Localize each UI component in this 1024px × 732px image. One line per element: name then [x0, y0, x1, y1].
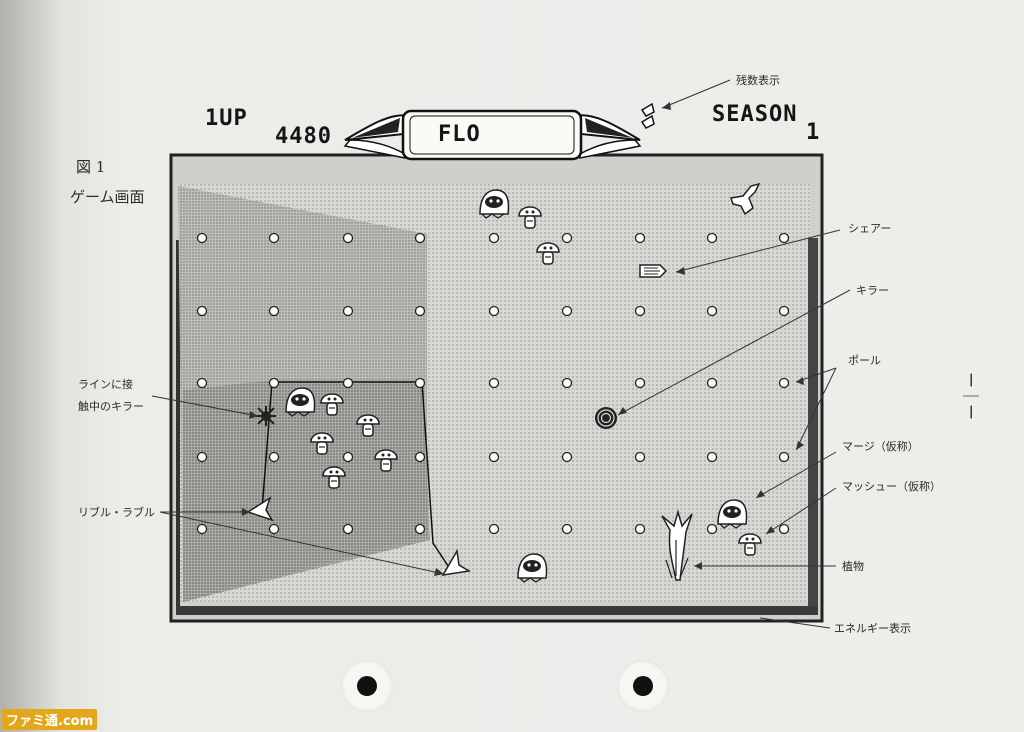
pole: [706, 232, 718, 244]
pole: [634, 232, 646, 244]
pole: [414, 377, 426, 389]
player-label: 1UP: [205, 106, 248, 131]
pole: [414, 232, 426, 244]
pole: [706, 523, 718, 535]
pole: [342, 377, 354, 389]
score-value: 4480: [275, 124, 332, 149]
pole: [414, 451, 426, 463]
lives-icons: [640, 102, 655, 129]
note-line-contact-2: 触中のキラー: [78, 400, 144, 413]
pole: [268, 451, 280, 463]
marge-sprite: [285, 387, 316, 417]
pole: [342, 305, 354, 317]
pole: [268, 523, 280, 535]
figure-number: 図 1: [76, 158, 106, 176]
note-marge: マージ（仮称）: [842, 440, 919, 453]
pole: [342, 523, 354, 535]
note-energy: エネルギー表示: [834, 622, 911, 635]
note-killer: キラー: [856, 284, 889, 297]
pole: [561, 377, 573, 389]
pole: [488, 523, 500, 535]
pole: [778, 232, 790, 244]
note-line-contact-1: ラインに接: [78, 378, 133, 391]
energy-bar-bottom: [176, 606, 818, 615]
mash-sprite: [374, 449, 398, 472]
season-number: 1: [806, 120, 821, 145]
hud-banner: [343, 109, 642, 161]
pole: [268, 305, 280, 317]
pole: [778, 377, 790, 389]
pole: [778, 305, 790, 317]
game-title: FLO: [438, 122, 481, 147]
pole: [706, 305, 718, 317]
marge-sprite: [717, 499, 748, 529]
pole: [488, 377, 500, 389]
annotation-arrowheads: [242, 102, 804, 576]
pole: [488, 232, 500, 244]
bird-sprite: [730, 182, 761, 216]
season-label: SEASON: [712, 102, 798, 127]
creature-sprites: [285, 189, 762, 583]
mash-sprite: [536, 242, 560, 265]
pole: [342, 451, 354, 463]
pole: [561, 523, 573, 535]
pole: [414, 523, 426, 535]
pole: [778, 451, 790, 463]
site-logo: ファミ通.com: [2, 709, 98, 730]
note-pole: ポール: [848, 354, 881, 367]
plant-sprite: [661, 509, 693, 581]
pole: [634, 523, 646, 535]
sheer-sprite: [639, 264, 668, 278]
marge-sprite: [479, 189, 510, 219]
note-rible-rabble: リブル・ラブル: [78, 506, 155, 519]
note-plant: 植物: [842, 560, 864, 573]
pole: [268, 232, 280, 244]
note-sheer: シェアー: [848, 222, 892, 235]
pole: [196, 377, 208, 389]
pole: [706, 451, 718, 463]
pole: [561, 451, 573, 463]
mash-sprite: [356, 414, 380, 437]
pole: [561, 232, 573, 244]
energy-bar-right: [808, 238, 818, 608]
mash-sprite: [310, 432, 334, 455]
mash-sprite: [738, 533, 762, 556]
pole: [414, 305, 426, 317]
marge-sprite: [517, 553, 548, 583]
note-mash: マッシュー（仮称）: [842, 480, 941, 493]
pole: [196, 523, 208, 535]
pole: [634, 377, 646, 389]
annotation-arrows: [151, 79, 851, 629]
pole: [196, 451, 208, 463]
mash-sprite: [518, 206, 542, 229]
rible-sprite: [246, 496, 274, 522]
pole: [634, 305, 646, 317]
killer-on-line-sprite: [256, 406, 276, 426]
pole: [488, 305, 500, 317]
pole: [778, 523, 790, 535]
energy-bar-left: [176, 240, 180, 606]
punch-hole-left: [341, 660, 393, 712]
pole: [196, 232, 208, 244]
mash-sprite: [320, 393, 344, 416]
pole-grid: [196, 232, 790, 535]
pole: [268, 377, 280, 389]
pole: [561, 305, 573, 317]
pole: [634, 451, 646, 463]
margin-mark: ー｜ー: [961, 372, 980, 421]
killer-sprite: [595, 407, 617, 429]
punch-hole-right: [617, 660, 669, 712]
note-remaining-lives: 残数表示: [736, 74, 780, 87]
pole: [342, 232, 354, 244]
mash-sprite: [322, 466, 346, 489]
pole: [196, 305, 208, 317]
pole: [706, 377, 718, 389]
figure-caption: ゲーム画面: [70, 188, 145, 206]
rabble-sprite: [441, 548, 472, 576]
pole: [488, 451, 500, 463]
scan-edge-shadow: [0, 0, 60, 732]
